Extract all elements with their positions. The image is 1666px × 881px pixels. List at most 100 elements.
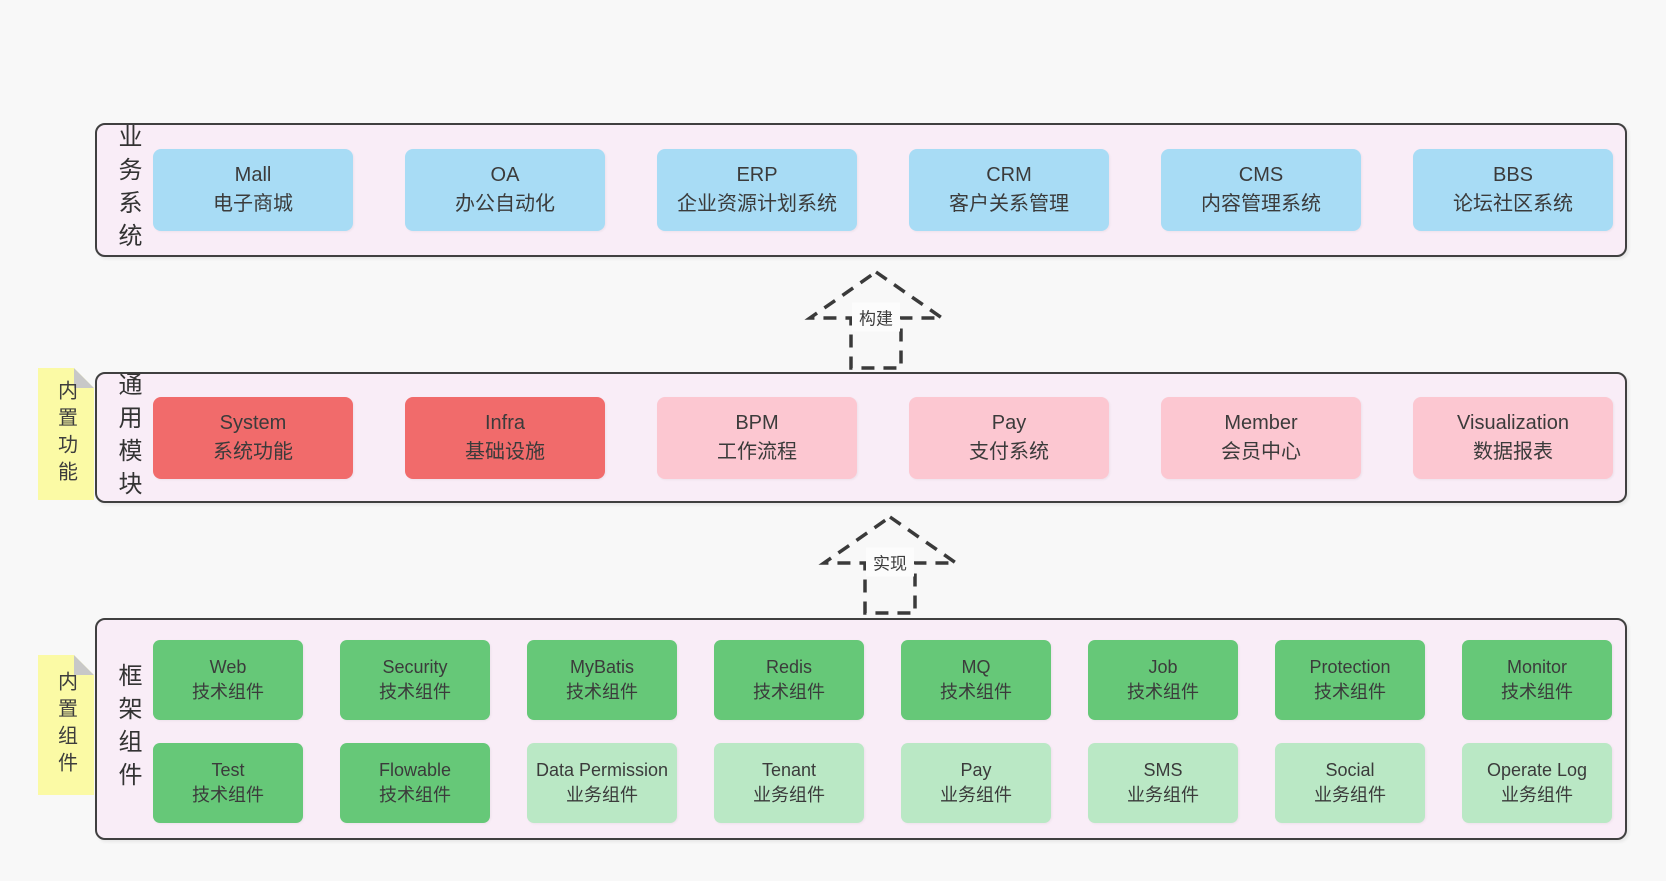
- box-title: CRM: [986, 164, 1032, 186]
- box-protection: Protection 技术组件: [1275, 640, 1425, 720]
- modules-box-row: System 系统功能 Infra 基础设施 BPM 工作流程 Pay 支付系统…: [153, 374, 1613, 501]
- box-title: OA: [490, 164, 520, 186]
- box-subtitle: 办公自动化: [455, 193, 555, 215]
- box-social: Social 业务组件: [1275, 743, 1425, 823]
- implement-arrow-label: 实现: [866, 547, 914, 577]
- components-rows: Web 技术组件 Security 技术组件 MyBatis 技术组件 Redi…: [153, 640, 1612, 823]
- box-subtitle: 业务组件: [940, 785, 1012, 805]
- sticky-note-label: 内置组件: [54, 671, 77, 779]
- box-bbs: BBS 论坛社区系统: [1413, 149, 1613, 231]
- box-subtitle: 技术组件: [192, 785, 264, 805]
- box-subtitle: 业务组件: [566, 785, 638, 805]
- box-subtitle: 技术组件: [1127, 682, 1199, 702]
- box-bpm: BPM 工作流程: [657, 396, 857, 479]
- box-job: Job 技术组件: [1088, 640, 1238, 720]
- box-title: Protection: [1309, 657, 1391, 677]
- box-crm: CRM 客户关系管理: [909, 149, 1109, 231]
- box-visualization: Visualization 数据报表: [1413, 396, 1613, 479]
- box-subtitle: 技术组件: [192, 682, 264, 702]
- box-subtitle: 系统功能: [213, 440, 293, 463]
- box-mybatis: MyBatis 技术组件: [527, 640, 677, 720]
- box-subtitle: 数据报表: [1473, 440, 1553, 463]
- box-mq: MQ 技术组件: [901, 640, 1051, 720]
- box-title: Member: [1224, 411, 1298, 434]
- box-title: ERP: [736, 164, 778, 186]
- box-security: Security 技术组件: [340, 640, 490, 720]
- box-subtitle: 业务组件: [753, 785, 825, 805]
- box-title: Mall: [234, 164, 272, 186]
- box-test: Test 技术组件: [153, 743, 303, 823]
- box-subtitle: 业务组件: [1314, 785, 1386, 805]
- band-framework-components: 框架组件 Web 技术组件 Security 技术组件 MyBatis 技术组件…: [95, 618, 1627, 840]
- box-title: Redis: [765, 657, 813, 677]
- sticky-note-builtin-components: 内置组件: [38, 655, 94, 795]
- box-title: System: [219, 411, 287, 434]
- band-label: 业务系统: [114, 124, 141, 256]
- box-sms: SMS 业务组件: [1088, 743, 1238, 823]
- box-subtitle: 会员中心: [1221, 440, 1301, 463]
- box-title: Tenant: [761, 760, 817, 780]
- box-subtitle: 技术组件: [379, 785, 451, 805]
- box-subtitle: 客户关系管理: [949, 193, 1069, 215]
- box-title: Flowable: [378, 760, 452, 780]
- box-title: Pay: [960, 760, 992, 780]
- box-mall: Mall 电子商城: [153, 149, 353, 231]
- box-subtitle: 技术组件: [566, 682, 638, 702]
- box-subtitle: 论坛社区系统: [1453, 193, 1573, 215]
- box-title: CMS: [1238, 164, 1284, 186]
- box-title: Infra: [484, 411, 526, 434]
- box-subtitle: 工作流程: [717, 440, 797, 463]
- box-subtitle: 业务组件: [1501, 785, 1573, 805]
- box-subtitle: 电子商城: [213, 193, 293, 215]
- box-system: System 系统功能: [153, 396, 353, 479]
- box-title: SMS: [1143, 760, 1183, 780]
- box-infra: Infra 基础设施: [405, 396, 605, 479]
- box-data-permission: Data Permission 业务组件: [527, 743, 677, 823]
- box-title: Monitor: [1506, 657, 1568, 677]
- components-row-1: Web 技术组件 Security 技术组件 MyBatis 技术组件 Redi…: [153, 640, 1612, 720]
- business-box-row: Mall 电子商城 OA 办公自动化 ERP 企业资源计划系统 CRM 客户关系…: [153, 125, 1613, 255]
- box-title: BBS: [1492, 164, 1534, 186]
- band-label: 通用模块: [114, 371, 141, 504]
- box-title: BPM: [735, 411, 779, 434]
- box-title: Data Permission: [535, 760, 669, 780]
- box-subtitle: 技术组件: [1501, 682, 1573, 702]
- box-tenant: Tenant 业务组件: [714, 743, 864, 823]
- box-title: Operate Log: [1486, 760, 1588, 780]
- box-operate-log: Operate Log 业务组件: [1462, 743, 1612, 823]
- box-erp: ERP 企业资源计划系统: [657, 149, 857, 231]
- box-oa: OA 办公自动化: [405, 149, 605, 231]
- box-subtitle: 技术组件: [753, 682, 825, 702]
- box-title: Job: [1148, 657, 1178, 677]
- box-subtitle: 技术组件: [1314, 682, 1386, 702]
- box-flowable: Flowable 技术组件: [340, 743, 490, 823]
- box-monitor: Monitor 技术组件: [1462, 640, 1612, 720]
- box-redis: Redis 技术组件: [714, 640, 864, 720]
- box-subtitle: 技术组件: [940, 682, 1012, 702]
- components-row-2: Test 技术组件 Flowable 技术组件 Data Permission …: [153, 743, 1612, 823]
- box-subtitle: 内容管理系统: [1201, 193, 1321, 215]
- band-business-systems: 业务系统 Mall 电子商城 OA 办公自动化 ERP 企业资源计划系统 CRM…: [95, 123, 1627, 257]
- sticky-note-builtin-features: 内置功能: [38, 368, 94, 500]
- band-common-modules: 通用模块 System 系统功能 Infra 基础设施 BPM 工作流程 Pay…: [95, 371, 1627, 504]
- box-title: MQ: [961, 657, 991, 677]
- box-pay: Pay 支付系统: [909, 396, 1109, 479]
- box-cms: CMS 内容管理系统: [1161, 149, 1361, 231]
- box-subtitle: 企业资源计划系统: [677, 193, 837, 215]
- box-title: Pay: [991, 411, 1027, 434]
- box-pay-biz: Pay 业务组件: [901, 743, 1051, 823]
- box-subtitle: 业务组件: [1127, 785, 1199, 805]
- box-member: Member 会员中心: [1161, 396, 1361, 479]
- box-title: Security: [382, 657, 448, 677]
- band-label: 框架组件: [114, 663, 141, 795]
- box-title: Social: [1325, 760, 1375, 780]
- box-title: Visualization: [1457, 411, 1569, 434]
- build-arrow-label: 构建: [852, 302, 900, 332]
- box-title: MyBatis: [569, 657, 634, 677]
- box-title: Web: [209, 657, 247, 677]
- box-subtitle: 基础设施: [465, 440, 545, 463]
- box-subtitle: 支付系统: [969, 440, 1049, 463]
- sticky-note-label: 内置功能: [54, 380, 77, 488]
- box-title: Test: [211, 760, 245, 780]
